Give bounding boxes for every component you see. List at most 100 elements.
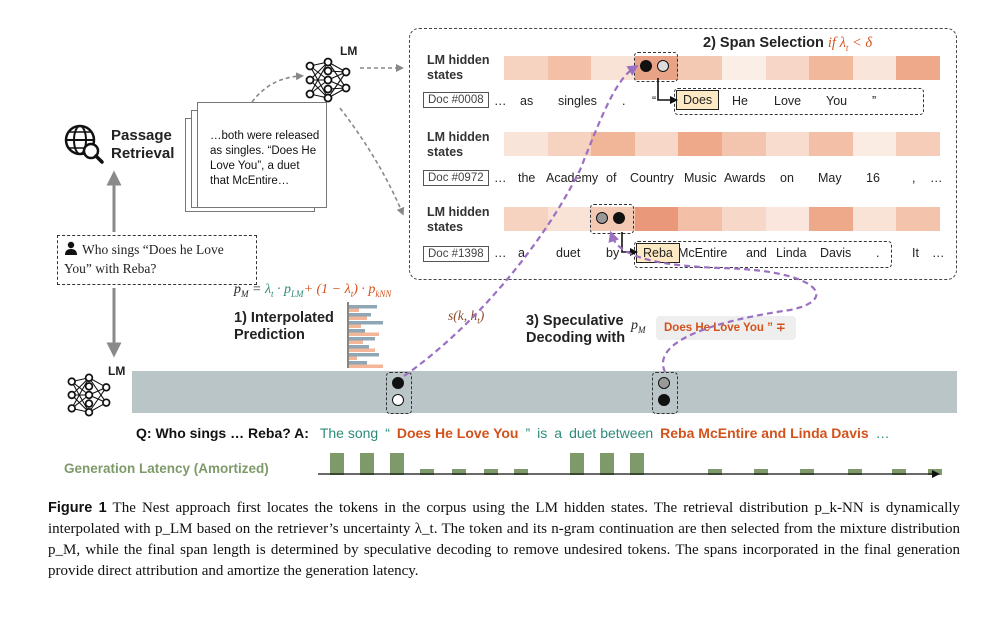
token: a bbox=[518, 246, 525, 260]
latency-bar bbox=[360, 453, 374, 475]
span-selection-title-text: 2) Span Selection bbox=[703, 35, 824, 51]
interpolated-prediction-label: 1) Interpolated Prediction bbox=[234, 310, 334, 344]
hidden-state-cell bbox=[721, 132, 766, 156]
latency-chart bbox=[320, 452, 942, 475]
neural-net-icon bbox=[66, 372, 112, 423]
generation-bar bbox=[132, 371, 957, 413]
hidden-state-cell bbox=[852, 56, 897, 80]
hidden-state-cell bbox=[547, 132, 592, 156]
token: as bbox=[520, 94, 534, 108]
hidden-state-circle bbox=[640, 60, 652, 72]
token: , bbox=[912, 171, 916, 185]
answer-segment: Does He Love You bbox=[396, 425, 519, 441]
answer-segment: The song bbox=[319, 425, 379, 441]
doc-id: Doc #0972 bbox=[423, 170, 489, 186]
hidden-state-cell bbox=[591, 132, 635, 156]
answer-segment: ” bbox=[525, 425, 531, 441]
token: by bbox=[606, 246, 620, 260]
latency-axis bbox=[318, 470, 940, 478]
token-row: … the Academy of Country Music Awards on… bbox=[494, 171, 944, 191]
question-text: Who sings “Does he Love You” with Reba? bbox=[64, 242, 224, 276]
doc-id: Doc #1398 bbox=[423, 246, 489, 262]
hidden-state-cell bbox=[809, 132, 853, 156]
hidden-state-cell bbox=[809, 207, 853, 231]
token: McEntire bbox=[678, 246, 728, 260]
token: the bbox=[518, 171, 536, 185]
token: … bbox=[932, 246, 945, 260]
answer-segment: “ bbox=[385, 425, 390, 441]
token: of bbox=[606, 171, 617, 185]
doc-id: Doc #0008 bbox=[423, 92, 489, 108]
hidden-state-cell bbox=[721, 207, 766, 231]
hidden-state-cell bbox=[852, 207, 897, 231]
token: . bbox=[622, 94, 626, 108]
passage-label: Passage bbox=[111, 127, 172, 144]
span-selection-panel bbox=[409, 28, 957, 280]
retrieval-arrows bbox=[251, 64, 405, 216]
dist-bar-knn bbox=[349, 316, 367, 320]
token: duet bbox=[556, 246, 581, 260]
span-selection-condition: if λt < δ bbox=[827, 35, 873, 53]
lm-label-top: LM bbox=[340, 44, 358, 58]
latency-bar bbox=[800, 469, 814, 475]
speculative-decoding-label: 3) Speculative Decoding with bbox=[526, 313, 625, 347]
hidden-state-cell bbox=[678, 207, 722, 231]
hidden-state-cell bbox=[678, 132, 722, 156]
dist-bar-knn bbox=[349, 364, 383, 368]
question-box: Who sings “Does he Love You” with Reba? bbox=[57, 235, 257, 285]
token: It bbox=[912, 246, 919, 260]
span-selection-title: 2) Span Selection if λt < δ bbox=[703, 35, 872, 53]
dist-bar-lm bbox=[349, 337, 375, 341]
latency-bar bbox=[892, 469, 906, 475]
answer-line: Q: Who sings … Reba? A: The song “ Does He… bbox=[136, 425, 890, 441]
hidden-states-bar bbox=[504, 132, 940, 156]
passage-retrieval-label: Passage Retrieval bbox=[111, 127, 174, 163]
token: on bbox=[780, 171, 794, 185]
hidden-state-circle bbox=[613, 212, 625, 224]
hidden-state-cell bbox=[678, 56, 722, 80]
token: Country bbox=[630, 171, 674, 185]
token: Linda bbox=[776, 246, 807, 260]
hidden-state-cell bbox=[547, 56, 592, 80]
hidden-states-bar bbox=[504, 207, 940, 231]
speculative-pm: pM bbox=[631, 318, 646, 335]
token: Love bbox=[774, 94, 802, 108]
distribution-bars bbox=[347, 302, 383, 368]
gen-circle bbox=[658, 394, 670, 406]
gen-circle bbox=[658, 377, 670, 389]
hidden-state-cell bbox=[504, 207, 548, 231]
dist-bar-lm bbox=[349, 345, 369, 349]
dist-bar-knn bbox=[349, 332, 379, 336]
answer-segment: … bbox=[875, 425, 890, 441]
dist-bar-lm bbox=[349, 353, 379, 357]
latency-bar bbox=[570, 453, 584, 475]
answer-segment: Reba McEntire and Linda Davis bbox=[660, 425, 869, 441]
answer-segment: duet between bbox=[569, 425, 654, 441]
globe-search-icon bbox=[62, 122, 104, 164]
token: … bbox=[494, 171, 507, 185]
formula-plus: + (1 − λt) · pkNN bbox=[303, 282, 392, 299]
hidden-state-cell bbox=[809, 56, 853, 80]
dist-bar-lm bbox=[349, 313, 371, 317]
lm-label-bottom: LM bbox=[108, 364, 126, 378]
speculative-line2: Decoding with bbox=[526, 330, 626, 346]
latency-bar bbox=[390, 453, 404, 475]
figure-label: Figure 1 bbox=[48, 500, 107, 516]
token: ” bbox=[872, 94, 877, 108]
latency-label: Generation Latency (Amortized) bbox=[64, 461, 269, 476]
token-row: … as singles . “ He Love You ” bbox=[494, 94, 944, 114]
latency-bar bbox=[452, 469, 466, 475]
token: … bbox=[930, 171, 943, 185]
gen-circle bbox=[392, 394, 404, 406]
interpolated-line1: 1) Interpolated bbox=[234, 310, 334, 326]
neural-net-icon bbox=[304, 56, 352, 109]
answer-segment: is bbox=[537, 425, 548, 441]
answer-q-prefix: Q: Who sings … Reba? A: bbox=[136, 425, 309, 441]
person-icon bbox=[64, 241, 78, 255]
interpolated-line2: Prediction bbox=[234, 327, 305, 343]
purple-arrows bbox=[403, 65, 818, 377]
selection-arrows bbox=[621, 78, 678, 256]
